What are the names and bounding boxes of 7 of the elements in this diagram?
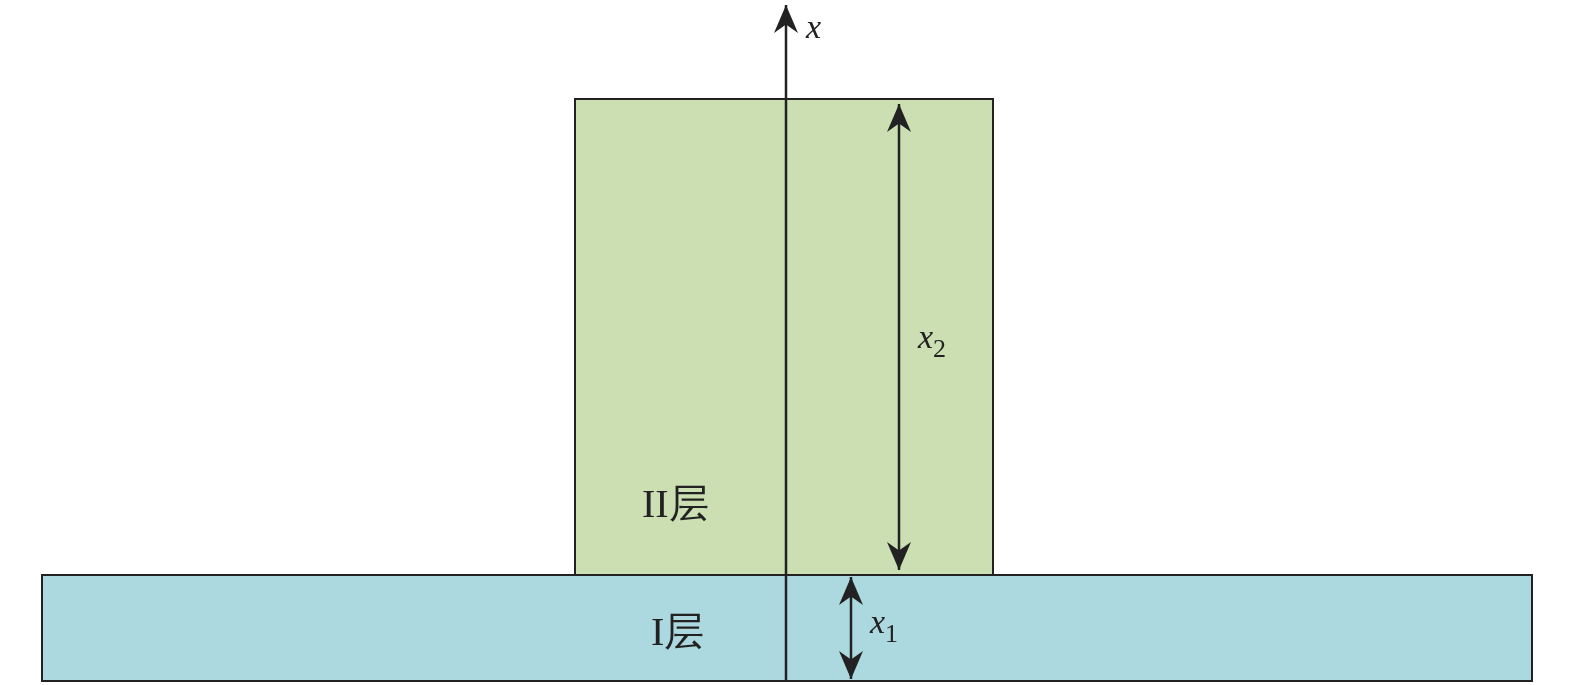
dimension-label: x$_{1}$	[870, 603, 899, 650]
dimension-label: x$_{2}$	[918, 318, 947, 365]
dimension-label: x	[806, 8, 822, 46]
layer-label: II层	[642, 480, 709, 528]
layer-box	[574, 98, 994, 576]
layer-box	[41, 574, 1533, 682]
layer-label: I层	[651, 608, 705, 656]
